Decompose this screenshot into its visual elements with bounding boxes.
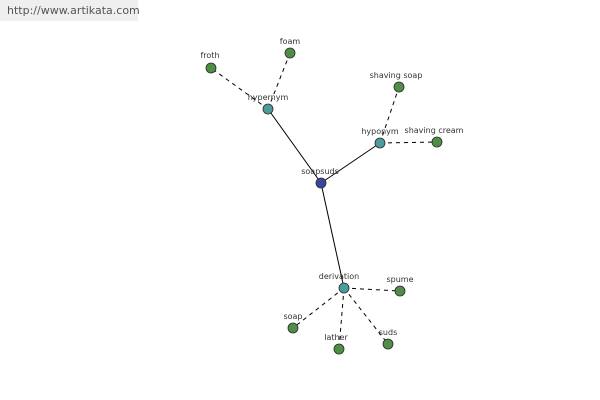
- node-layer: soapsudshypernymhyponymderivationfrothfo…: [200, 37, 464, 355]
- node-label-soapsuds: soapsuds: [301, 167, 339, 176]
- site-url-banner[interactable]: http://www.artikata.com: [0, 0, 140, 21]
- node-label-froth: froth: [200, 51, 219, 60]
- node-froth[interactable]: froth: [200, 51, 220, 74]
- node-hyponym[interactable]: hyponym: [361, 127, 399, 149]
- edge-soapsuds-hypernym: [267, 108, 322, 184]
- node-marker-hypernym[interactable]: [262, 103, 274, 115]
- node-label-spume: spume: [386, 275, 413, 284]
- node-label-foam: foam: [280, 37, 301, 46]
- node-label-hyponym: hyponym: [361, 127, 399, 136]
- node-label-suds: suds: [379, 328, 397, 337]
- node-marker-foam[interactable]: [284, 47, 296, 59]
- node-shaving-soap[interactable]: shaving soap: [370, 71, 423, 93]
- node-suds[interactable]: suds: [379, 328, 397, 350]
- edge-hyponym-shaving-soap: [379, 86, 400, 144]
- edge-derivation-soap: [292, 287, 345, 329]
- node-lather[interactable]: lather: [324, 333, 348, 355]
- edge-derivation-spume: [343, 287, 401, 292]
- node-label-shaving-soap: shaving soap: [370, 71, 423, 80]
- node-marker-shaving-soap[interactable]: [393, 81, 405, 93]
- node-marker-shaving-cream[interactable]: [431, 136, 443, 148]
- edge-soapsuds-hyponym: [320, 142, 381, 184]
- node-marker-derivation[interactable]: [338, 282, 350, 294]
- node-marker-froth[interactable]: [205, 62, 217, 74]
- node-foam[interactable]: foam: [280, 37, 301, 59]
- node-shaving-cream[interactable]: shaving cream: [405, 126, 464, 148]
- edge-layer: [210, 52, 438, 350]
- node-marker-soapsuds[interactable]: [315, 177, 327, 189]
- node-label-derivation: derivation: [319, 272, 359, 281]
- node-label-shaving-cream: shaving cream: [405, 126, 464, 135]
- node-marker-spume[interactable]: [394, 285, 406, 297]
- node-marker-suds[interactable]: [382, 338, 394, 350]
- node-label-lather: lather: [324, 333, 348, 342]
- node-soapsuds[interactable]: soapsuds: [301, 167, 339, 189]
- node-marker-soap[interactable]: [287, 322, 299, 334]
- edge-derivation-lather: [338, 287, 345, 350]
- node-marker-lather[interactable]: [333, 343, 345, 355]
- edge-soapsuds-derivation: [320, 182, 345, 289]
- node-marker-hyponym[interactable]: [374, 137, 386, 149]
- node-soap[interactable]: soap: [283, 312, 303, 334]
- node-hypernym[interactable]: hypernym: [248, 93, 289, 115]
- node-label-soap: soap: [283, 312, 302, 321]
- edge-derivation-suds: [343, 287, 389, 345]
- node-spume[interactable]: spume: [386, 275, 414, 297]
- edge-hypernym-foam: [267, 52, 291, 110]
- node-derivation[interactable]: derivation: [319, 272, 359, 294]
- edge-hyponym-shaving-cream: [379, 141, 438, 144]
- node-label-hypernym: hypernym: [248, 93, 289, 102]
- edge-hypernym-froth: [210, 67, 269, 110]
